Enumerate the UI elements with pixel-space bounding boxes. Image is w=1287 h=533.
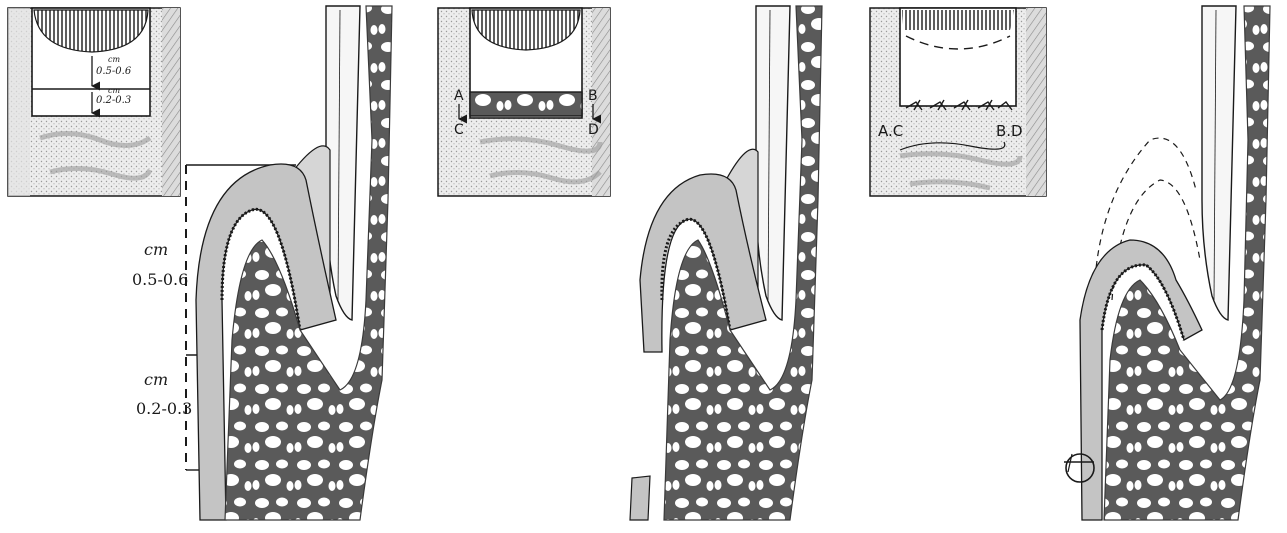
inset-corner-b: B (588, 88, 598, 104)
inset-corner-d: D (588, 122, 599, 138)
scale-upper-unit: cm (144, 240, 168, 259)
inset-corner-a: A (454, 88, 464, 104)
inset-lower-unit: cm (108, 86, 120, 95)
panel-1: cm 0.5-0.6 cm 0.2-0.3 cm 0.5-0.6 cm 0.2-… (8, 6, 392, 520)
scale-lower-range: 0.2-0.3 (136, 399, 192, 418)
panel-3-inset: A.C B.D (870, 8, 1046, 196)
inset-lower-range: 0.2-0.3 (96, 95, 131, 106)
panel-3: A.C B.D (870, 6, 1270, 520)
panel-2-tooth (630, 6, 822, 520)
scale-upper-range: 0.5-0.6 (132, 270, 188, 289)
panel-1-tooth (196, 6, 392, 520)
panel-2: A C B D (438, 6, 822, 520)
inset-corner-c: C (454, 122, 464, 138)
panel-2-inset: A C B D (438, 8, 610, 196)
inset-label-bd: B.D (996, 122, 1023, 140)
inset-upper-unit: cm (108, 55, 120, 64)
inset-label-ac: A.C (878, 122, 903, 140)
panel-1-inset: cm 0.5-0.6 cm 0.2-0.3 (8, 8, 180, 196)
inset-upper-range: 0.5-0.6 (96, 66, 132, 77)
scale-lower-unit: cm (144, 370, 168, 389)
panel-3-tooth (1064, 6, 1270, 520)
